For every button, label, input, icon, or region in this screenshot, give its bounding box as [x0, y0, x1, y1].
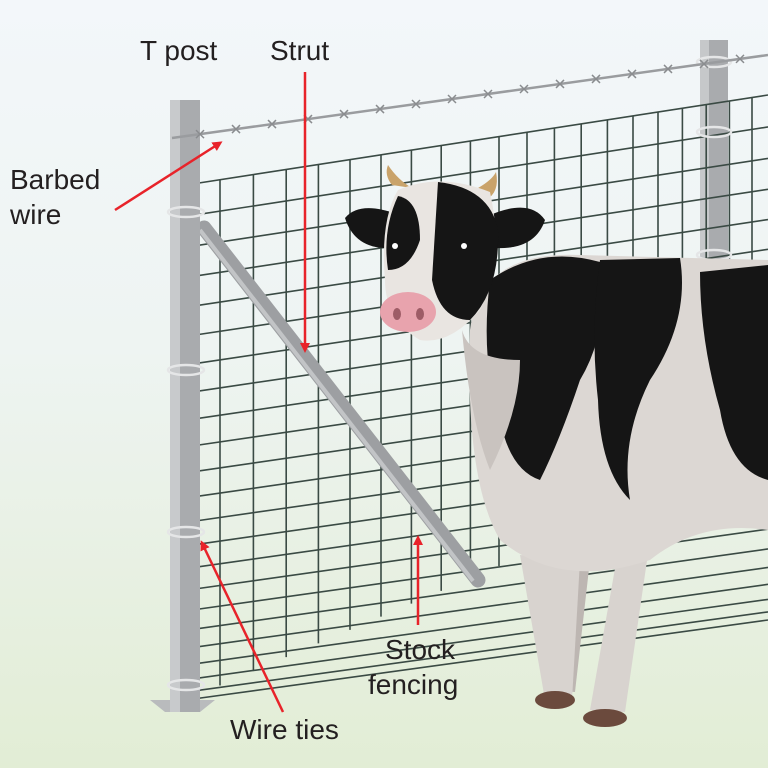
label-strut: Strut: [270, 35, 330, 66]
barb: [591, 74, 601, 84]
barb: [699, 59, 709, 69]
barb: [483, 89, 493, 99]
barb: [663, 64, 673, 74]
pointer-arrows: [114, 72, 423, 713]
barb: [339, 109, 349, 119]
wire-ties: [166, 55, 733, 692]
label-barbed-wire-line1: Barbed: [10, 164, 101, 195]
barb: [411, 99, 421, 109]
barb: [735, 54, 745, 64]
mesh-horizontal-wire: [185, 548, 768, 632]
mesh-horizontal-wire: [185, 619, 768, 701]
mesh-horizontal-wire: [185, 611, 768, 693]
label-stock-fencing-line2: fencing: [368, 669, 459, 700]
mesh-horizontal-wire: [185, 583, 768, 666]
cow: [345, 165, 768, 727]
label-t-post: T post: [140, 35, 218, 66]
label-wire-ties: Wire ties: [230, 714, 339, 745]
barb: [375, 104, 385, 114]
label-barbed-wire-line2: wire: [10, 199, 62, 230]
barb: [231, 124, 241, 134]
barb: [627, 69, 637, 79]
mesh-horizontal-wire: [185, 598, 768, 681]
mesh-horizontal-wire: [185, 566, 768, 650]
mesh-horizontal-wire: [185, 126, 768, 218]
barb: [195, 129, 205, 139]
mesh-horizontal-wire: [185, 94, 768, 186]
barb: [267, 119, 277, 129]
barbed-wire-arrow: [114, 141, 223, 212]
right-t-post: [700, 40, 728, 270]
barb: [447, 94, 457, 104]
barbed-wire: [171, 53, 768, 140]
strut: [196, 220, 486, 588]
wire-ties-arrow: [200, 540, 285, 713]
barb: [555, 79, 565, 89]
barb: [519, 84, 529, 94]
label-stock-fencing-line1: Stock: [385, 634, 456, 665]
left-t-post: [150, 55, 733, 712]
